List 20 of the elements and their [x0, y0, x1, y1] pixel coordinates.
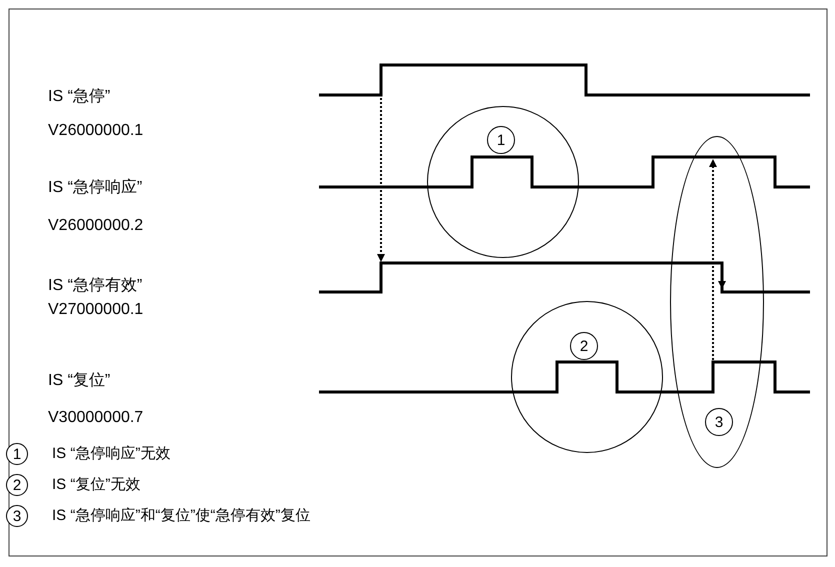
callout-number: 2 — [570, 332, 598, 360]
callout-number: 2 — [6, 474, 28, 496]
legend-text: IS “急停响应”和“复位”使“急停有效”复位 — [52, 506, 310, 526]
signal-name: V30000000.7 — [48, 408, 144, 428]
callout-number: 3 — [705, 408, 733, 436]
legend-text: IS “复位”无效 — [52, 475, 140, 495]
signal-name: IS “急停” — [48, 87, 110, 107]
highlight-circle — [511, 301, 663, 453]
highlight-ellipse — [670, 136, 764, 468]
callout-number: 1 — [6, 443, 28, 465]
signal-name: V26000000.1 — [48, 121, 144, 141]
signal-name: V27000000.1 — [48, 300, 144, 320]
signal-name: IS “复位” — [48, 371, 110, 391]
legend-text: IS “急停响应”无效 — [52, 444, 170, 464]
callout-number: 1 — [487, 126, 515, 154]
signal-name: IS “急停响应” — [48, 178, 142, 198]
highlight-circle — [427, 106, 579, 258]
callout-number: 3 — [6, 505, 28, 527]
signal-name: IS “急停有效” — [48, 276, 142, 296]
signal-name: V26000000.2 — [48, 216, 144, 236]
